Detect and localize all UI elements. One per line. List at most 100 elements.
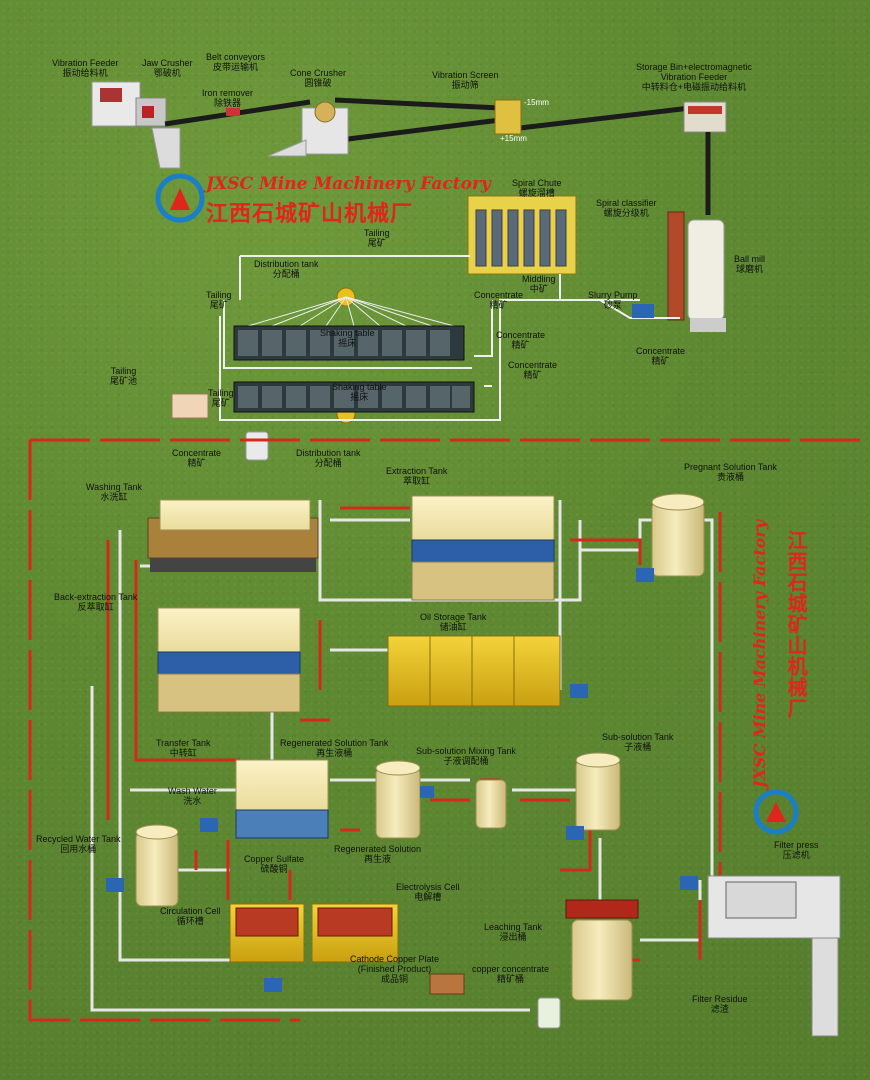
transfer-tank-window <box>235 809 329 839</box>
red-pipes <box>106 506 702 962</box>
cathode-copper-plate <box>429 973 465 995</box>
extraction-tank-roof <box>411 495 555 541</box>
storage-bin-stripe <box>688 106 722 114</box>
hydromet-equipment <box>106 493 841 1037</box>
filter-press <box>725 881 797 919</box>
brand-logo-right <box>753 789 799 835</box>
crushing-section <box>91 81 727 215</box>
slurry-pump <box>632 304 654 318</box>
screen-tag-plus: +15mm <box>500 134 527 143</box>
vibration-screen <box>494 99 522 135</box>
back-extraction-base <box>157 673 301 713</box>
iron-remover <box>226 108 240 116</box>
cone-stair <box>267 139 307 157</box>
brand-title-cn: 江西石城矿山机械厂 <box>206 202 414 227</box>
back-extraction-window <box>157 651 301 675</box>
filter-stair <box>811 937 839 1037</box>
sub-solution-mixing-tank <box>475 779 507 829</box>
distribution-spokes <box>247 296 455 327</box>
brand-logo-top <box>155 173 205 223</box>
tailing-pond <box>171 393 209 419</box>
extraction-tank-base <box>411 561 555 601</box>
feeder-truck <box>100 88 122 102</box>
spiral-classifier <box>667 211 685 321</box>
cone-crusher-base <box>301 107 349 155</box>
hydromet-boundary <box>28 438 860 1022</box>
leaching-tank <box>571 919 633 1001</box>
transfer-tank <box>235 759 329 811</box>
ball-mill-base <box>690 318 726 332</box>
screen-tag-minus: -15mm <box>524 98 549 107</box>
regenerated-solution-tank <box>375 767 421 839</box>
label-cathode-copper: Cathode Copper Plate(Finished Product)成品… <box>350 954 440 984</box>
jaw-crusher-motor <box>142 106 154 118</box>
copper-concentrate-bucket <box>537 997 561 1029</box>
launders <box>219 255 680 421</box>
washing-tank-roof <box>159 499 311 531</box>
brand-title-en-vertical: JXSC Mine Machinery Factory <box>750 520 769 789</box>
extraction-tank-window <box>411 539 555 563</box>
oil-storage-tank <box>387 635 561 707</box>
gravity-section <box>171 195 726 461</box>
jaw-crusher-body <box>135 97 167 127</box>
shaking-table-row-2 <box>233 381 475 413</box>
pregnant-solution-tank <box>651 501 705 577</box>
shaking-table-row-1 <box>233 325 465 361</box>
sub-solution-tank <box>575 759 621 831</box>
brand-title-en: JXSC Mine Machinery Factory <box>206 174 491 194</box>
concentrate-bucket <box>245 431 269 461</box>
brand-title-cn-vertical: 江西石城矿山机械厂 <box>784 530 808 719</box>
washing-tank-base <box>150 558 316 572</box>
recycled-water-tank <box>135 831 179 907</box>
cone-crusher-head <box>314 101 336 123</box>
belt-conveyor-3 <box>339 117 501 143</box>
belt-conveyor-4 <box>519 105 691 131</box>
